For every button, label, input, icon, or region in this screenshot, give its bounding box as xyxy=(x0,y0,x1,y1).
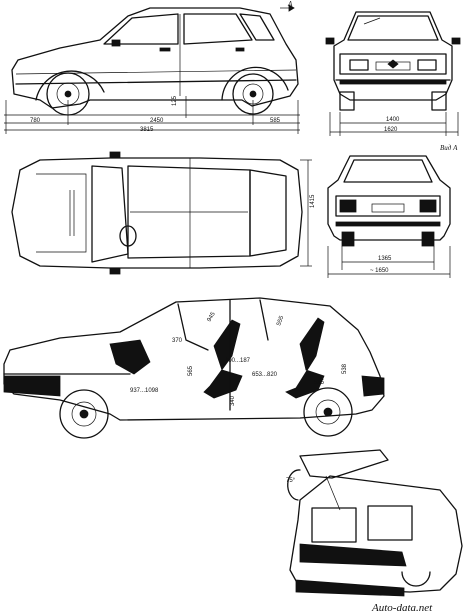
dim-front-width: 1620 xyxy=(384,127,398,133)
dim-340: 340 xyxy=(230,395,236,406)
dim-wheelbase: 2450 xyxy=(150,118,164,124)
dim-535: 535 xyxy=(314,380,325,386)
top-view: 1415 xyxy=(11,151,316,275)
dim-height: 1415 xyxy=(310,194,316,208)
dim-555: 555 xyxy=(276,315,285,327)
dim-370: 370 xyxy=(172,338,183,344)
dim-rear-track: 1365 xyxy=(378,256,392,262)
side-view: A 780 2450 585 3815 125 xyxy=(4,0,300,134)
dim-945: 945 xyxy=(207,311,218,323)
dim-front-track: 1400 xyxy=(386,117,400,123)
dim-ground-clearance: 125 xyxy=(172,95,178,106)
dim-front-overhang: 780 xyxy=(30,118,41,124)
watermark: Auto-data.net xyxy=(371,602,433,614)
dim-653-820: 653...820 xyxy=(252,372,278,378)
dim-100-187: 100...187 xyxy=(225,358,251,364)
hatch-open-view: 75° xyxy=(286,449,463,597)
dim-538: 538 xyxy=(342,363,348,374)
dim-565: 565 xyxy=(188,365,194,376)
view-a-arrow-label: A xyxy=(287,0,293,8)
dim-rear-width: ~ 1650 xyxy=(370,268,389,274)
rear-view: Вид А 1365 ~ 1650 xyxy=(327,144,458,278)
front-view: 1400 1620 xyxy=(325,11,461,136)
dim-overall-length: 3815 xyxy=(140,127,154,133)
dim-937-1098: 937...1098 xyxy=(130,388,159,394)
dim-hatch-angle: 75° xyxy=(286,478,296,484)
dim-rear-overhang: 585 xyxy=(270,118,281,124)
rear-view-label: Вид А xyxy=(440,144,458,152)
interior-cutaway-view: 370 945 555 100...187 653...820 538 565 … xyxy=(3,297,385,439)
